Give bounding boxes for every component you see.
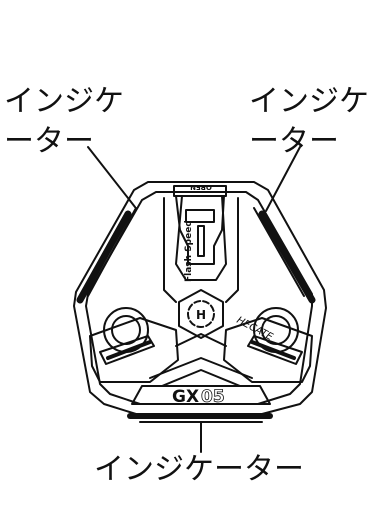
column-right (226, 198, 238, 302)
brand-text: HECATE (235, 315, 276, 344)
indicator-bar-bottom (130, 416, 270, 422)
model-prefix-text: GX (172, 387, 199, 407)
column-left (164, 198, 176, 302)
leader-line-left (88, 147, 135, 207)
bottom-chevrons (150, 334, 252, 386)
indicator-bar-left (80, 208, 136, 300)
top-lid-slider (174, 186, 226, 280)
leader-line-right (266, 147, 300, 211)
open-tab-text: OPEN (190, 183, 212, 191)
model-suffix-text: 05 (201, 387, 225, 407)
emblem-letter: H (196, 308, 206, 322)
flash-speed-text: Flash Speed (184, 220, 194, 282)
left-grip (90, 308, 178, 382)
device-outer-body (74, 182, 326, 414)
